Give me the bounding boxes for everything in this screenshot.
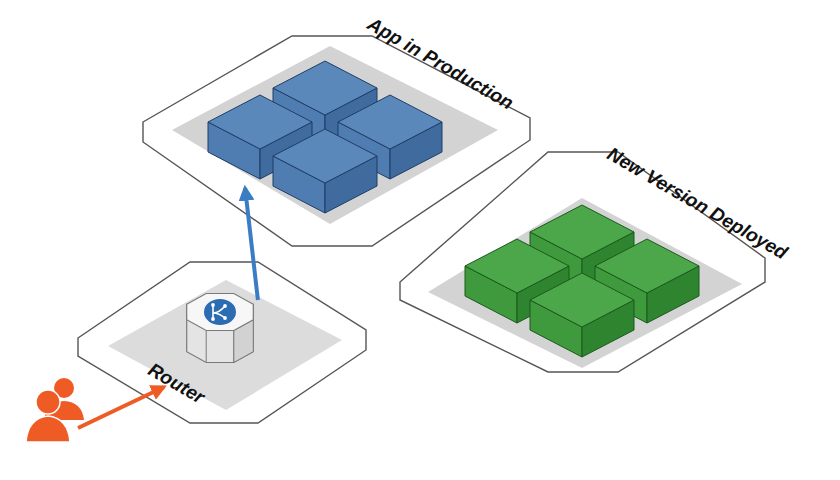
branch-line xyxy=(212,305,214,319)
router-edge xyxy=(233,331,234,363)
user-body xyxy=(44,401,84,420)
server-cube xyxy=(595,239,699,323)
server-cube xyxy=(273,129,377,213)
platform-outline xyxy=(400,152,765,372)
platform-outline xyxy=(78,262,366,423)
router-top xyxy=(187,294,254,331)
branch-line xyxy=(213,313,225,318)
user-icon xyxy=(26,378,84,442)
branch-dot xyxy=(211,303,215,307)
server-cube xyxy=(208,95,312,179)
server-cube xyxy=(530,205,634,289)
platform-shape xyxy=(398,148,768,374)
user-body xyxy=(26,416,70,442)
server-cube xyxy=(530,273,634,357)
platform-shape xyxy=(76,260,368,425)
server-cube xyxy=(338,95,442,179)
request-arrow xyxy=(78,387,164,428)
production-servers xyxy=(208,61,442,213)
new-version-servers xyxy=(465,205,699,357)
branch-dot xyxy=(223,304,227,308)
branch-line xyxy=(213,306,225,313)
router-edge xyxy=(206,331,207,363)
router-side xyxy=(234,320,254,363)
branch-dots xyxy=(211,303,227,321)
router-badge xyxy=(204,299,236,325)
server-cube xyxy=(273,61,377,145)
platform-floor xyxy=(108,280,342,410)
router-body xyxy=(187,304,254,362)
platform-outline xyxy=(143,36,530,246)
branch-symbol xyxy=(213,305,225,319)
user-head xyxy=(54,378,74,398)
branch-dot xyxy=(211,317,215,321)
branch-dot xyxy=(223,316,227,320)
server-cube xyxy=(465,239,569,323)
user-head xyxy=(36,390,60,414)
traffic-arrow xyxy=(245,188,258,300)
router-icon xyxy=(187,294,254,363)
platform-floor xyxy=(428,198,742,368)
platform-node: New Version Deployed xyxy=(398,148,768,374)
platform-node: Router xyxy=(76,260,368,425)
